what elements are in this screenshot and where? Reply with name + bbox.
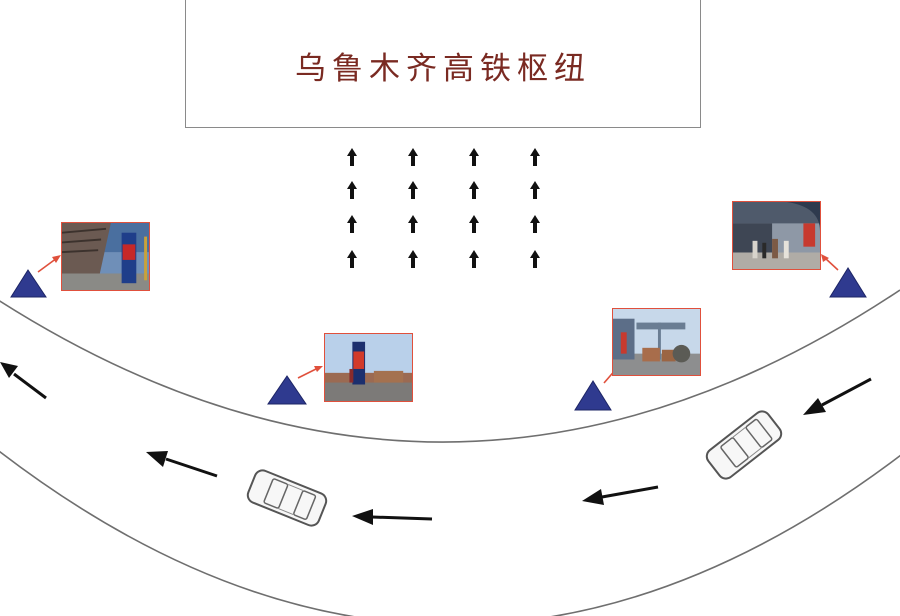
arrow-left-icon — [582, 485, 659, 505]
triangle-marker-icon — [829, 267, 867, 298]
traffic-arrows — [0, 362, 872, 525]
pointer-arrow-icon — [37, 255, 61, 273]
up-arrow-grid — [347, 148, 540, 268]
photo-pointers — [37, 254, 839, 384]
triangle-marker-icon — [10, 269, 47, 298]
arrow-left-icon — [803, 377, 872, 415]
photo-station-entrance — [732, 201, 821, 270]
arrow-up-icon — [530, 215, 540, 233]
arrow-up-icon — [408, 250, 418, 268]
arrow-left-icon — [146, 451, 218, 478]
arrow-up-icon — [347, 148, 357, 166]
road-inner-edge — [0, 289, 900, 443]
car-icon — [705, 410, 783, 480]
photo-signage-building — [61, 222, 150, 291]
arrow-up-icon — [469, 148, 479, 166]
triangle-marker-icon — [574, 380, 612, 411]
triangle-marker-icon — [267, 375, 307, 405]
arrow-up-icon — [469, 181, 479, 199]
arrow-up-icon — [469, 215, 479, 233]
station-title: 乌鲁木齐高铁枢纽 — [295, 51, 591, 87]
arrow-up-icon — [347, 250, 357, 268]
arrow-up-icon — [530, 148, 540, 166]
arrow-up-icon — [469, 250, 479, 268]
arrow-up-icon — [408, 215, 418, 233]
arrow-up-icon — [408, 181, 418, 199]
station-building: 乌鲁木齐高铁枢纽 — [185, 0, 701, 128]
road-outer-edge — [0, 450, 900, 616]
arrow-up-icon — [347, 181, 357, 199]
arrow-up-icon — [347, 215, 357, 233]
photo-entrance-gate — [612, 308, 701, 376]
arrow-up-icon — [530, 250, 540, 268]
arrow-up-icon — [408, 148, 418, 166]
arrow-up-icon — [530, 181, 540, 199]
car-icon — [246, 469, 328, 527]
arrow-left-icon — [0, 362, 47, 400]
photo-signage-plaza — [324, 333, 413, 402]
pointer-arrow-icon — [297, 366, 323, 379]
pointer-arrow-icon — [821, 254, 839, 271]
arrow-left-icon — [352, 509, 433, 525]
